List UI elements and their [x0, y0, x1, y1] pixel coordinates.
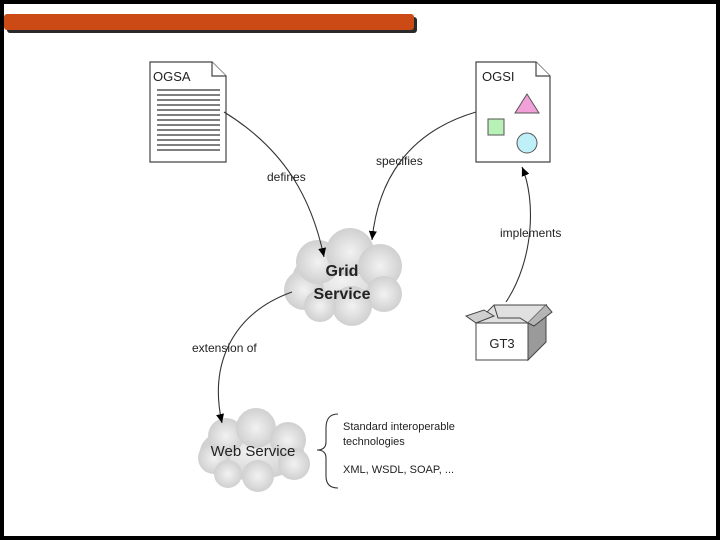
square-shape — [487, 118, 505, 136]
grid-service-label-line2: Service — [314, 286, 371, 303]
circle-shape — [516, 132, 538, 154]
ogsi-label: OGSI — [482, 69, 515, 84]
implements-label: implements — [500, 226, 561, 240]
brace-note-line3: XML, WSDL, SOAP, ... — [343, 464, 454, 476]
brace-icon — [316, 413, 339, 489]
specifies-arrow — [368, 111, 477, 241]
ogsa-document: OGSA — [149, 61, 227, 163]
web-service-cloud: Web Service — [198, 408, 310, 492]
grid-service-cloud: Grid Service — [284, 228, 402, 326]
defines-label: defines — [267, 170, 306, 184]
gt3-box: GT3 — [464, 303, 553, 362]
implements-arrow — [505, 166, 532, 303]
brace-note-line2: technologies — [343, 436, 405, 448]
grid-service-label-line1: Grid — [326, 263, 359, 280]
ogsa-label: OGSA — [153, 69, 191, 84]
ogsa-text-lines — [157, 89, 220, 151]
specifies-label: specifies — [376, 154, 423, 168]
extension-of-label: extension of — [192, 341, 257, 355]
defines-arrow — [223, 111, 327, 258]
web-service-label: Web Service — [211, 443, 296, 460]
gt3-label: GT3 — [489, 336, 514, 351]
title-bar — [4, 14, 414, 30]
extension-of-arrow — [216, 291, 293, 424]
brace-note-line1: Standard interoperable — [343, 421, 455, 433]
triangle-shape — [514, 93, 540, 114]
ogsi-document: OGSI — [475, 61, 551, 163]
